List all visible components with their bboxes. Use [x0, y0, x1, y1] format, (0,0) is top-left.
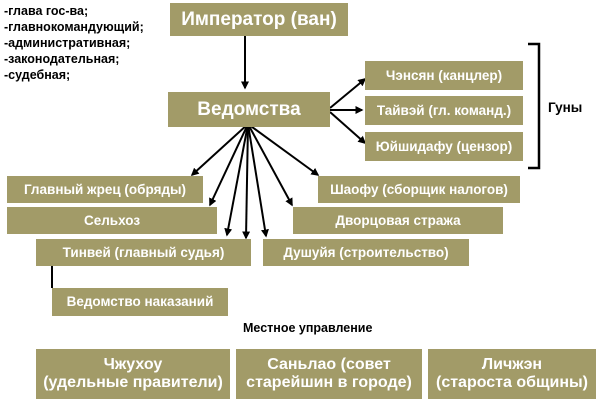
node-shaofu-label: Шаофу (сборщик налогов)	[330, 181, 508, 197]
node-tinvei: Тинвей (главный судья)	[36, 239, 251, 266]
arrow-to-agriculture	[209, 123, 249, 207]
function-item: -судебная;	[4, 68, 71, 82]
node-yuishidafu: Юйшидафу (цензор)	[365, 132, 523, 161]
node-local-sanlao: Саньлао (совет старейшин в городе)	[236, 349, 422, 399]
node-punishments-label: Ведомство наказаний	[66, 294, 214, 310]
guny-label: Гуны	[548, 100, 583, 115]
node-palace-guard: Дворцовая стража	[293, 207, 503, 234]
node-local-sanlao-line1: Саньлао (совет	[267, 355, 391, 373]
node-departments-label: Ведомства	[197, 98, 301, 120]
local-government-title: Местное управление	[243, 321, 373, 335]
arrow-to-tinvei	[224, 123, 249, 237]
node-dushuiya-label: Душуйя (строительство)	[283, 244, 449, 260]
arrow-to-shaofu	[247, 123, 320, 176]
node-local-zhuhou-line1: Чжухоу	[103, 355, 163, 373]
node-departments: Ведомства	[168, 92, 330, 127]
arrow-to-dushuiya	[247, 123, 269, 238]
node-local-lizhen-line2: (староста общины)	[435, 374, 589, 391]
node-chensyan-label: Чэнсян (канцлер)	[385, 67, 503, 83]
node-palace-guard-label: Дворцовая стража	[335, 212, 461, 228]
node-agriculture-label: Сельхоз	[83, 212, 141, 228]
node-local-zhuhou-line2: (удельные правители)	[43, 374, 223, 391]
node-yuishidafu-label: Юйшидафу (цензор)	[375, 138, 513, 154]
arrow-to-chensyan	[329, 78, 367, 109]
guny-bracket	[528, 42, 541, 170]
arrow-to-chief-priest	[190, 123, 249, 177]
node-local-sanlao-line2: старейшин в городе)	[246, 374, 412, 391]
emperor-functions-list: -глава гос-ва; -главнокомандующий; -адми…	[4, 3, 144, 83]
arrow-to-palace-guard	[247, 123, 293, 207]
function-item: -главнокомандующий;	[4, 20, 144, 34]
function-item: -законодательная;	[4, 52, 120, 66]
function-item: -административная;	[4, 36, 131, 50]
node-tinvei-label: Тинвей (главный судья)	[62, 244, 225, 260]
node-dushuiya: Душуйя (строительство)	[263, 239, 469, 266]
arrow-to-yuishidafu	[329, 111, 367, 144]
node-chief-priest: Главный жрец (обряды)	[7, 176, 203, 203]
node-shaofu: Шаофу (сборщик налогов)	[318, 176, 520, 203]
node-emperor: Император (ван)	[170, 3, 348, 36]
node-taiwei-label: Тайвэй (гл. команд.)	[376, 102, 512, 118]
node-local-lizhen: Личжэн (староста общины)	[428, 349, 596, 399]
function-item: -глава гос-ва;	[4, 4, 89, 18]
node-agriculture: Сельхоз	[7, 207, 217, 234]
node-chensyan: Чэнсян (канцлер)	[365, 61, 523, 90]
node-local-lizhen-line1: Личжэн	[481, 355, 543, 373]
arrow-to-center	[242, 123, 251, 240]
node-emperor-label: Император (ван)	[181, 8, 337, 30]
node-taiwei: Тайвэй (гл. команд.)	[365, 96, 523, 125]
node-chief-priest-label: Главный жрец (обряды)	[23, 181, 187, 197]
node-punishments: Ведомство наказаний	[52, 288, 228, 316]
node-local-zhuhou: Чжухоу (удельные правители)	[36, 349, 230, 399]
